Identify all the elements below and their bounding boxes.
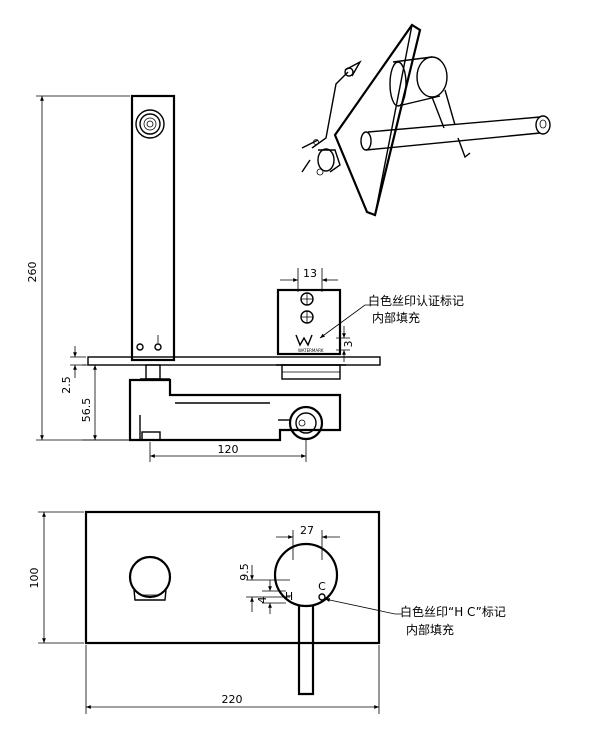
dim-badge-offset: 3 — [342, 341, 355, 348]
dim-plate-height: 100 — [28, 568, 41, 589]
note-logo-line2: 内部填充 — [372, 310, 420, 325]
dim-handle-diameter: 27 — [300, 524, 314, 537]
dim-plate-width: 220 — [222, 693, 243, 706]
dim-marker-offset-small: 4 — [256, 597, 269, 604]
side-view: WATERMARK 260 2.5 56.5 120 13 3 — [26, 94, 464, 462]
dim-height-total: 260 — [26, 262, 39, 283]
dim-marker-offset-y: 9.5 — [238, 563, 251, 581]
certification-badge: WATERMARK — [295, 334, 324, 353]
note-hc-line2: 内部填充 — [406, 622, 454, 637]
marker-c-dot — [318, 593, 326, 601]
dim-spout-reach: 120 — [218, 443, 239, 456]
front-view: H C 27 9.5 4 100 220 白色丝印“H C”标记 内部填充 — [28, 510, 506, 714]
note-hc-line1: 白色丝印“H C”标记 — [400, 604, 506, 619]
marker-c: C — [318, 580, 326, 593]
badge-text: WATERMARK — [298, 348, 324, 353]
note-logo-line1: 白色丝印认证标记 — [368, 293, 464, 308]
marker-h: H — [285, 590, 293, 603]
dim-body-height: 56.5 — [80, 398, 93, 423]
isometric-view — [301, 23, 551, 217]
dim-handle-width: 13 — [303, 267, 317, 280]
dim-plate-offset: 2.5 — [60, 376, 73, 394]
